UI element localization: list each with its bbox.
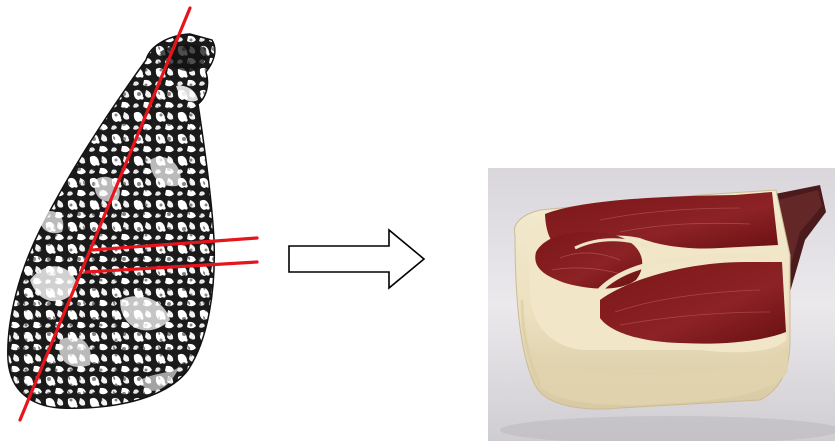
right-arrow-icon	[289, 230, 424, 288]
ham-silhouette	[8, 34, 215, 408]
ham-cross-section-photo	[488, 168, 835, 441]
